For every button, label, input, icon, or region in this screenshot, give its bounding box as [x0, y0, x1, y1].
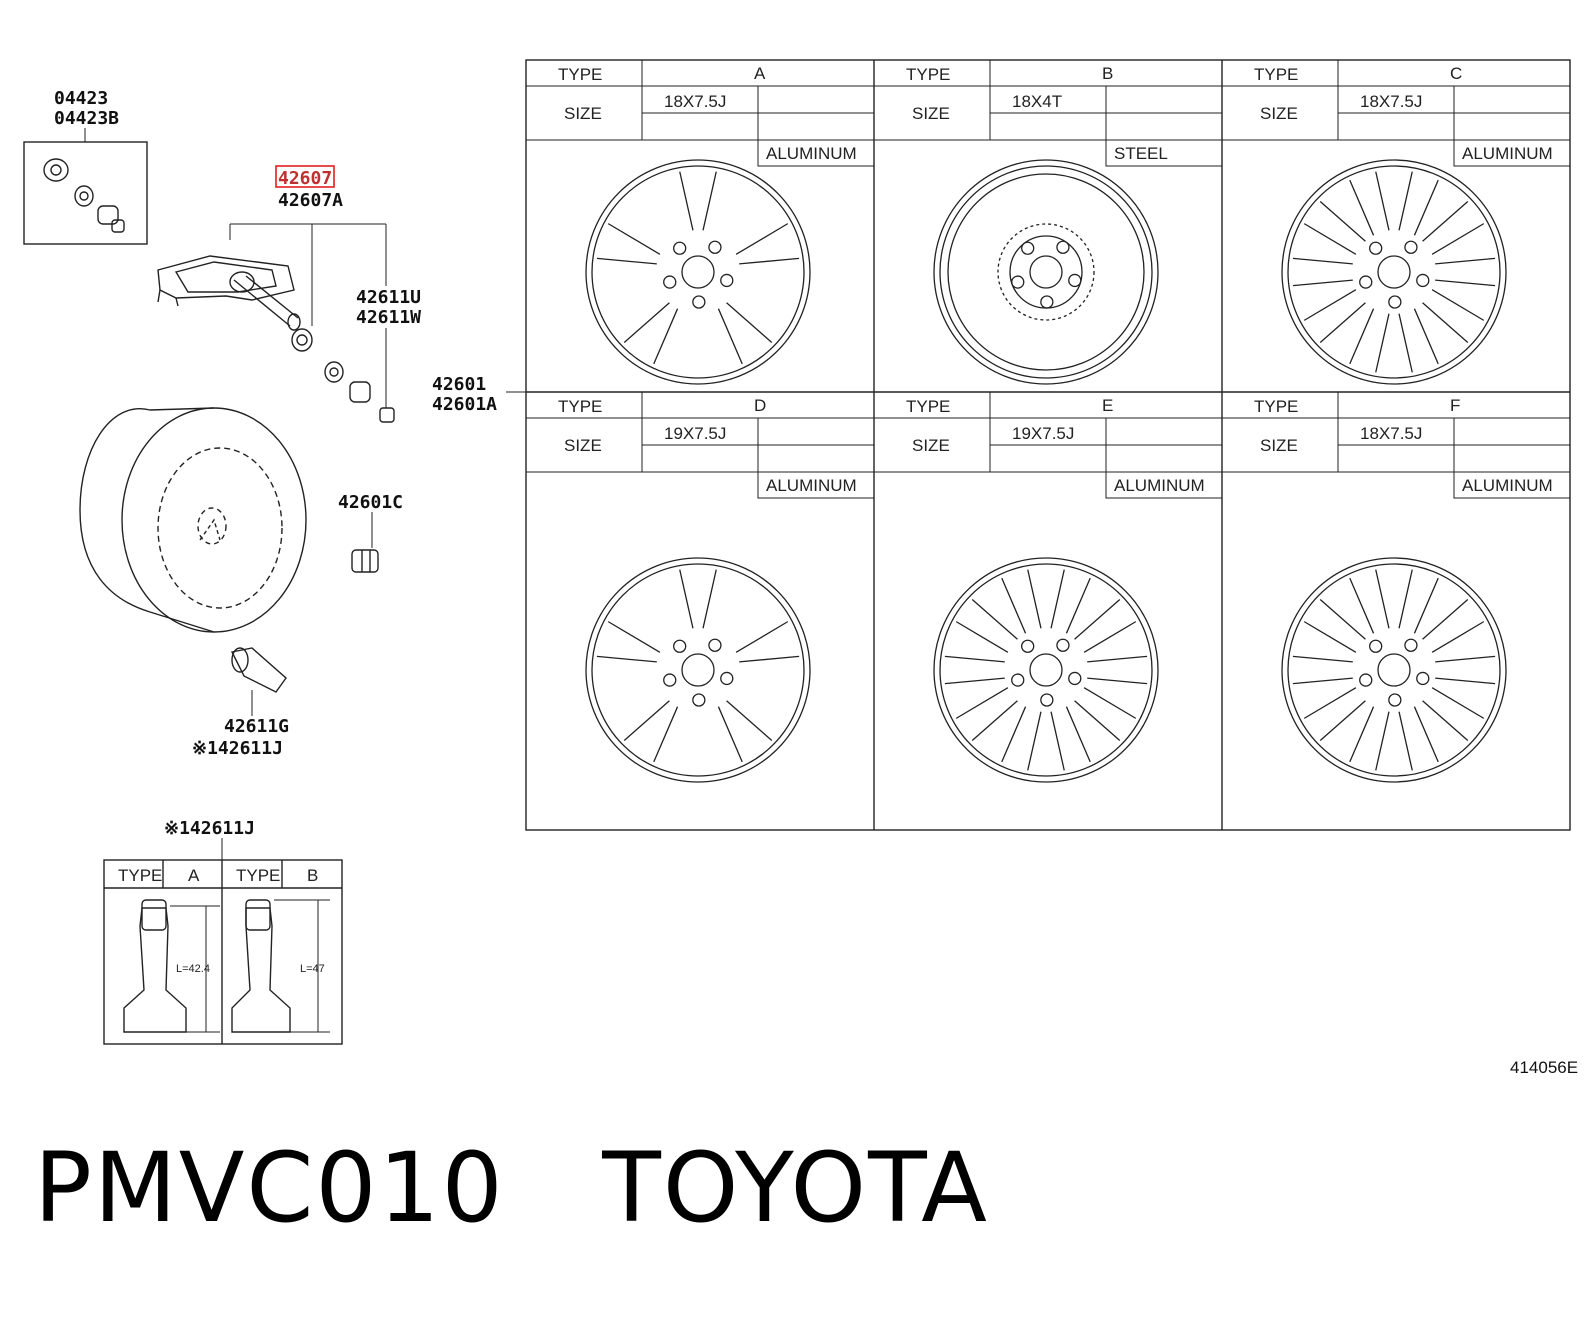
valve-kit-parts-icon	[43, 158, 125, 233]
wheel-type-label: TYPE	[1254, 397, 1298, 416]
wheel-size-label: SIZE	[912, 436, 950, 455]
callout-42607a[interactable]: 42607A	[278, 190, 343, 211]
wheel-type-letter: B	[1102, 64, 1113, 83]
valve-stem-icon	[230, 647, 287, 693]
wheel-type-label: TYPE	[1254, 65, 1298, 84]
valve-a-icon	[123, 899, 220, 1033]
wheel-size-value: 19X7.5J	[664, 424, 726, 443]
wheel-a-icon	[585, 159, 811, 385]
wheel-type-letter: C	[1450, 64, 1462, 83]
wheel-size-value: 19X7.5J	[1012, 424, 1074, 443]
tpms-sensor-icon	[157, 255, 301, 331]
wheel-type-label: TYPE	[558, 397, 602, 416]
wheel-material: ALUMINUM	[766, 476, 857, 495]
wheel-type-label: TYPE	[906, 65, 950, 84]
wheel-nut-icon	[351, 549, 379, 573]
callout-42611g[interactable]: 42611G	[224, 716, 289, 737]
callout-42601[interactable]: 42601	[432, 374, 486, 395]
wheel-size-label: SIZE	[912, 104, 950, 123]
wheel-size-value: 18X7.5J	[1360, 424, 1422, 443]
wheel-cell-c: TYPE C SIZE 18X7.5J ALUMINUM	[1222, 60, 1571, 385]
valve-type-table: TYPE A TYPE B L=42.4 L=47	[103, 859, 343, 1045]
wheel-type-label: TYPE	[558, 65, 602, 84]
valve-type-label-b: TYPE	[236, 866, 280, 885]
wheel-cell-a: TYPE A SIZE 18X7.5J ALUMINUM	[526, 60, 875, 385]
wheel-size-value: 18X7.5J	[664, 92, 726, 111]
valve-b-length: L=47	[300, 963, 325, 975]
wheel-material: ALUMINUM	[1462, 476, 1553, 495]
callout-42611w[interactable]: 42611W	[356, 307, 421, 328]
wheel-material: ALUMINUM	[766, 144, 857, 163]
callout-42611u[interactable]: 42611U	[356, 287, 421, 308]
wheel-type-letter: F	[1450, 396, 1460, 415]
valve-type-b: B	[307, 866, 318, 885]
wheel-cell-d: TYPE D SIZE 19X7.5J ALUMINUM	[526, 392, 875, 783]
callout-42601a[interactable]: 42601A	[432, 394, 497, 415]
page-caption: PMVC010 TOYOTA	[34, 1132, 989, 1244]
wheel-f-icon	[1281, 557, 1507, 783]
wheel-size-value: 18X7.5J	[1360, 92, 1422, 111]
wheel-type-letter: D	[754, 396, 766, 415]
wheel-material: ALUMINUM	[1114, 476, 1205, 495]
valve-nut-icon	[291, 328, 395, 423]
wheel-type-letter: E	[1102, 396, 1113, 415]
wheel-cell-b: TYPE B SIZE 18X4T STEEL	[874, 60, 1223, 385]
valve-type-a: A	[188, 866, 200, 885]
wheel-size-label: SIZE	[564, 436, 602, 455]
wheel-b-icon	[933, 159, 1159, 385]
callout-04423b[interactable]: 04423B	[54, 108, 119, 129]
wheel-type-label: TYPE	[906, 397, 950, 416]
tire-icon	[79, 407, 307, 633]
highlight-box	[275, 165, 335, 188]
callout-42611j[interactable]: ※142611J	[192, 738, 283, 759]
callout-42607[interactable]: 42607	[278, 168, 332, 189]
wheel-d-icon	[585, 557, 811, 783]
wheel-material: STEEL	[1114, 144, 1168, 163]
wheel-size-label: SIZE	[1260, 104, 1298, 123]
wheel-material: ALUMINUM	[1462, 144, 1553, 163]
valve-table-title: ※142611J	[164, 818, 255, 839]
wheel-size-label: SIZE	[564, 104, 602, 123]
drawing-id: 414056E	[1510, 1058, 1579, 1077]
valve-type-label-a: TYPE	[118, 866, 162, 885]
wheel-cell-e: TYPE E SIZE 19X7.5J ALUMINUM	[874, 392, 1223, 783]
callout-42601c[interactable]: 42601C	[338, 492, 403, 513]
callout-04423[interactable]: 04423	[54, 88, 108, 109]
wheel-size-value: 18X4T	[1012, 92, 1062, 111]
wheel-type-table: TYPE A SIZE 18X7.5J ALUMINUM TYPE B SIZE 18X4T ST…	[525, 59, 1571, 831]
valve-kit-box	[23, 141, 148, 245]
wheel-c-icon	[1281, 159, 1507, 385]
valve-a-length: L=42.4	[176, 963, 210, 975]
wheel-type-letter: A	[754, 64, 766, 83]
wheel-e-icon	[933, 557, 1159, 783]
wheel-size-label: SIZE	[1260, 436, 1298, 455]
wheel-cell-f: TYPE F SIZE 18X7.5J ALUMINUM	[1222, 392, 1571, 783]
valve-b-icon	[231, 899, 330, 1033]
